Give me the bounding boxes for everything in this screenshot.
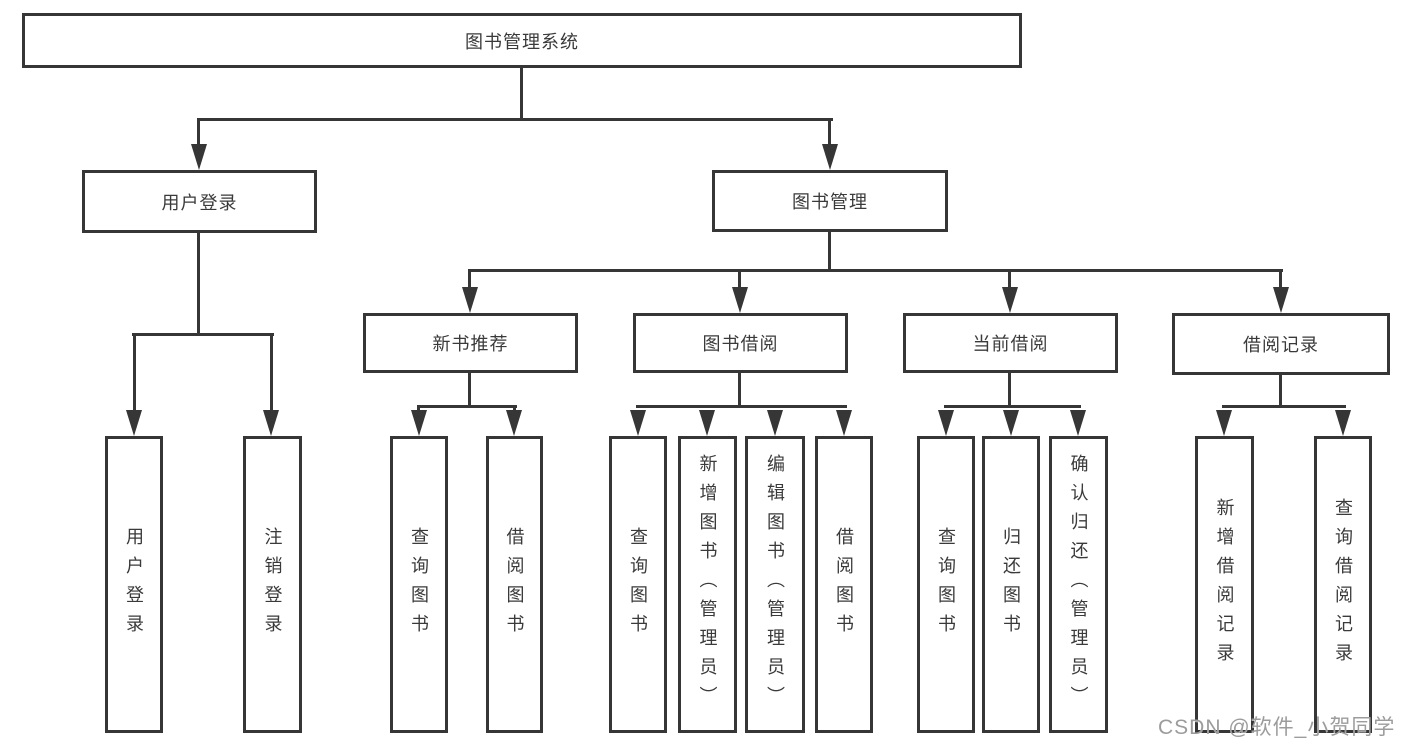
- node-book-borrowing: 图书借阅: [633, 313, 848, 373]
- arrow-head-icon: [263, 410, 279, 436]
- leaf-label: 借阅图书: [504, 526, 525, 643]
- connector-line: [468, 371, 471, 407]
- connector-line: [468, 271, 471, 293]
- arrow-head-icon: [1070, 410, 1086, 436]
- connector-line: [197, 118, 833, 121]
- connector-line: [1008, 271, 1011, 293]
- node-label: 当前借阅: [972, 334, 1049, 354]
- leaf-query-books-borrow: 查询图书: [609, 436, 667, 733]
- leaf-label: 确认归还（管理员）: [1068, 454, 1089, 715]
- connector-line: [944, 405, 1081, 408]
- leaf-label: 查询借阅记录: [1333, 497, 1353, 672]
- arrow-head-icon: [732, 287, 748, 313]
- leaf-query-books-current: 查询图书: [917, 436, 975, 733]
- csdn-watermark: CSDN @软件_小贺同学: [1158, 716, 1396, 739]
- leaf-label: 查询图书: [409, 526, 429, 643]
- node-book-management: 图书管理: [712, 170, 948, 232]
- arrow-head-icon: [822, 144, 838, 170]
- arrow-head-icon: [1216, 410, 1232, 436]
- leaf-label: 注销登录: [262, 526, 283, 643]
- leaf-user-login: 用户登录: [105, 436, 163, 733]
- node-label: 图书借阅: [702, 334, 779, 354]
- leaf-label: 查询图书: [936, 526, 956, 643]
- arrow-head-icon: [630, 410, 646, 436]
- arrow-head-icon: [836, 410, 852, 436]
- arrow-head-icon: [1273, 287, 1289, 313]
- arrow-head-icon: [1335, 410, 1351, 436]
- arrow-head-icon: [1002, 287, 1018, 313]
- leaf-borrow-books-borrow: 借阅图书: [815, 436, 873, 733]
- leaf-add-book-admin: 新增图书（管理员）: [678, 436, 737, 733]
- arrow-head-icon: [938, 410, 954, 436]
- connector-line: [738, 271, 741, 293]
- connector-line: [1279, 373, 1282, 407]
- arrow-head-icon: [126, 410, 142, 436]
- connector-line: [197, 120, 200, 150]
- connector-line: [1222, 405, 1346, 408]
- connector-line: [132, 333, 274, 336]
- arrow-head-icon: [1003, 410, 1019, 436]
- node-label: 用户登录: [161, 192, 238, 213]
- leaf-label: 归还图书: [1001, 526, 1021, 643]
- connector-line: [636, 405, 847, 408]
- arrow-head-icon: [699, 410, 715, 436]
- leaf-confirm-return-admin: 确认归还（管理员）: [1049, 436, 1108, 733]
- connector-line: [197, 231, 200, 335]
- node-label: 新书推荐: [432, 334, 509, 354]
- connector-line: [1279, 271, 1282, 293]
- arrow-head-icon: [191, 144, 207, 170]
- leaf-query-borrow-record: 查询借阅记录: [1314, 436, 1372, 733]
- connector-line: [468, 269, 1283, 272]
- arrow-head-icon: [462, 287, 478, 313]
- leaf-return-book: 归还图书: [982, 436, 1040, 733]
- arrow-head-icon: [411, 410, 427, 436]
- node-label: 图书管理: [792, 192, 868, 212]
- arrow-head-icon: [506, 410, 522, 436]
- leaf-label: 新增图书（管理员）: [697, 454, 718, 715]
- connector-line: [417, 405, 517, 408]
- leaf-add-borrow-record: 新增借阅记录: [1195, 436, 1254, 733]
- node-user-login: 用户登录: [82, 170, 317, 233]
- leaf-label: 新增借阅记录: [1214, 497, 1235, 672]
- connector-line: [133, 335, 136, 413]
- connector-line: [520, 66, 523, 120]
- connector-line: [738, 371, 741, 407]
- leaf-label: 编辑图书（管理员）: [765, 454, 785, 715]
- leaf-edit-book-admin: 编辑图书（管理员）: [745, 436, 805, 733]
- connector-line: [1008, 371, 1011, 407]
- connector-line: [270, 335, 273, 413]
- arrow-head-icon: [767, 410, 783, 436]
- leaf-label: 查询图书: [628, 526, 648, 643]
- leaf-label: 用户登录: [124, 526, 144, 643]
- node-label: 借阅记录: [1243, 335, 1319, 355]
- node-current-borrowing: 当前借阅: [903, 313, 1118, 373]
- node-library-management-system: 图书管理系统: [22, 13, 1022, 68]
- leaf-label: 借阅图书: [834, 526, 854, 643]
- leaf-logout: 注销登录: [243, 436, 302, 733]
- connector-line: [828, 120, 831, 150]
- connector-line: [828, 230, 831, 271]
- leaf-borrow-books-recommend: 借阅图书: [486, 436, 543, 733]
- node-borrowing-records: 借阅记录: [1172, 313, 1390, 375]
- node-label: 图书管理系统: [465, 31, 579, 52]
- leaf-query-books-recommend: 查询图书: [390, 436, 448, 733]
- node-new-book-recommend: 新书推荐: [363, 313, 578, 373]
